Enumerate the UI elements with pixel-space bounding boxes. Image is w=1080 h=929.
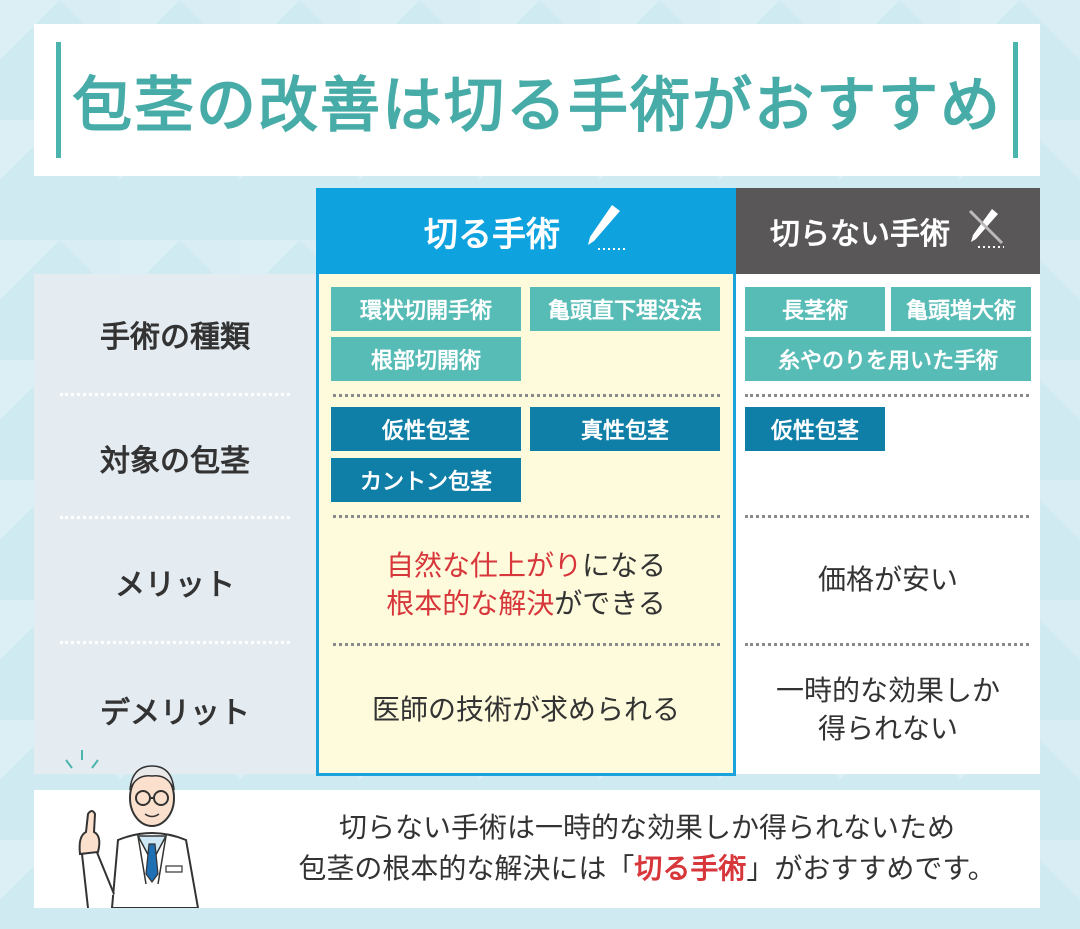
kiranai-type-tag: 亀頭増大術 bbox=[891, 287, 1031, 331]
row-label-target: 対象の包茎 bbox=[100, 444, 250, 479]
row-label-merit: メリット bbox=[115, 568, 235, 603]
summary-line2: 包茎の根本的な解決には「切る手術」がおすすめです。 bbox=[298, 849, 995, 890]
doctor-illustration bbox=[52, 744, 232, 909]
title-bar-left bbox=[56, 42, 61, 158]
kiru-target-tag: カントン包茎 bbox=[331, 458, 521, 502]
row-divider bbox=[745, 394, 1029, 397]
kiru-type-tag: 環状切開手術 bbox=[331, 287, 521, 331]
summary-box: 切らない手術は一時的な効果しか得られないため 包茎の根本的な解決には「切る手術」… bbox=[34, 790, 1040, 908]
row-divider bbox=[333, 643, 720, 646]
page-title: 包茎の改善は切る手術がおすすめ bbox=[72, 70, 1002, 141]
column-kiranai-header: 切らない手術 bbox=[736, 188, 1040, 274]
summary-text: 切らない手術は一時的な効果しか得られないため 包茎の根本的な解決には「切る手術」… bbox=[284, 790, 1010, 908]
kiranai-target-tag: 仮性包茎 bbox=[745, 407, 885, 451]
kiru-type-tag: 根部切開術 bbox=[331, 337, 521, 381]
column-kiru-header: 切る手術 bbox=[316, 188, 736, 274]
summary-line1: 切らない手術は一時的な効果しか得られないため bbox=[338, 811, 955, 845]
kiru-demerit: 医師の技術が求められる bbox=[371, 693, 680, 727]
row-labels: 手術の種類 対象の包茎 メリット デメリット bbox=[34, 274, 316, 774]
row-divider bbox=[60, 393, 290, 396]
kiranai-type-tag: 長茎術 bbox=[745, 287, 885, 331]
row-divider bbox=[745, 515, 1029, 518]
row-divider bbox=[333, 515, 720, 518]
kiru-merit-highlight: 根本的な解決 bbox=[386, 587, 555, 620]
kiru-target-tag: 真性包茎 bbox=[530, 407, 720, 451]
kiranai-demerit-line2: 得られない bbox=[817, 712, 958, 745]
summary-line2-pre: 包茎の根本的な解決には「 bbox=[298, 852, 635, 885]
row-divider bbox=[60, 516, 290, 519]
scalpel-icon bbox=[582, 201, 628, 262]
column-kiranai-label: 切らない手術 bbox=[770, 217, 950, 252]
row-label-type: 手術の種類 bbox=[100, 320, 250, 355]
title-box: 包茎の改善は切る手術がおすすめ bbox=[34, 24, 1040, 176]
kiranai-demerit: 一時的な効果しか 得られない bbox=[736, 650, 1040, 770]
summary-line2-post: 」がおすすめです。 bbox=[746, 852, 996, 885]
crossed-scalpel-icon bbox=[966, 205, 1006, 257]
row-divider bbox=[333, 394, 720, 397]
kiru-type-tag: 亀頭直下埋没法 bbox=[530, 287, 720, 331]
title-bar-right bbox=[1013, 42, 1018, 158]
kiranai-type-tag: 糸やのりを用いた手術 bbox=[745, 337, 1031, 381]
kiru-merit-line2: 根本的な解決ができる bbox=[386, 585, 665, 623]
row-divider bbox=[60, 641, 290, 644]
row-divider bbox=[745, 643, 1029, 646]
kiru-merit: 自然な仕上がりになる 根本的な解決ができる bbox=[319, 530, 733, 640]
kiru-merit-line1: 自然な仕上がりになる bbox=[386, 547, 666, 585]
kiru-target-tag: 仮性包茎 bbox=[331, 407, 521, 451]
kiranai-demerit-line1: 一時的な効果しか bbox=[775, 674, 1000, 708]
column-kiru-label: 切る手術 bbox=[424, 214, 560, 255]
kiru-merit-text: ができる bbox=[554, 587, 666, 620]
kiru-merit-text: になる bbox=[582, 549, 667, 583]
summary-highlight: 切る手術 bbox=[634, 852, 747, 885]
kiranai-merit: 価格が安い bbox=[817, 562, 958, 596]
row-label-demerit: デメリット bbox=[100, 696, 250, 731]
kiru-merit-highlight: 自然な仕上がり bbox=[385, 549, 582, 583]
